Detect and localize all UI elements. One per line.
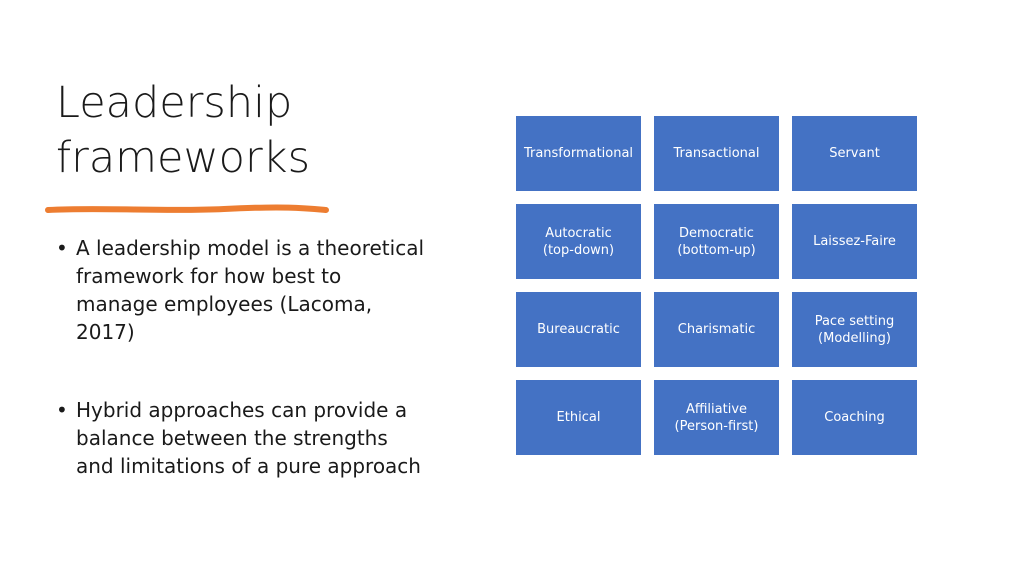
framework-cell-democratic: Democratic (bottom-up) bbox=[654, 204, 779, 279]
framework-cell-autocratic: Autocratic (top-down) bbox=[516, 204, 641, 279]
title-underline bbox=[45, 204, 329, 213]
framework-cell-servant: Servant bbox=[792, 116, 917, 191]
framework-grid: Transformational Transactional Servant A… bbox=[516, 116, 917, 455]
title-line: frameworks bbox=[56, 133, 310, 183]
framework-cell-pace-setting: Pace setting (Modelling) bbox=[792, 292, 917, 367]
bullet-text: Hybrid approaches can provide a balance … bbox=[76, 398, 421, 478]
framework-cell-coaching: Coaching bbox=[792, 380, 917, 455]
framework-cell-transactional: Transactional bbox=[654, 116, 779, 191]
bullet-list: • A leadership model is a theoretical fr… bbox=[56, 234, 426, 480]
bullet-text: A leadership model is a theoretical fram… bbox=[76, 236, 425, 344]
bullet-dot-icon: • bbox=[56, 398, 68, 422]
framework-cell-transformational: Transformational bbox=[516, 116, 641, 191]
framework-cell-charismatic: Charismatic bbox=[654, 292, 779, 367]
framework-cell-laissez-faire: Laissez-Faire bbox=[792, 204, 917, 279]
slide-title: Leadership frameworks bbox=[56, 76, 376, 186]
framework-cell-affiliative: Affiliative (Person-first) bbox=[654, 380, 779, 455]
title-line: Leadership bbox=[56, 78, 293, 128]
bullet-item: • Hybrid approaches can provide a balanc… bbox=[56, 396, 426, 480]
framework-cell-ethical: Ethical bbox=[516, 380, 641, 455]
bullet-dot-icon: • bbox=[56, 236, 68, 260]
framework-cell-bureaucratic: Bureaucratic bbox=[516, 292, 641, 367]
bullet-item: • A leadership model is a theoretical fr… bbox=[56, 234, 426, 346]
